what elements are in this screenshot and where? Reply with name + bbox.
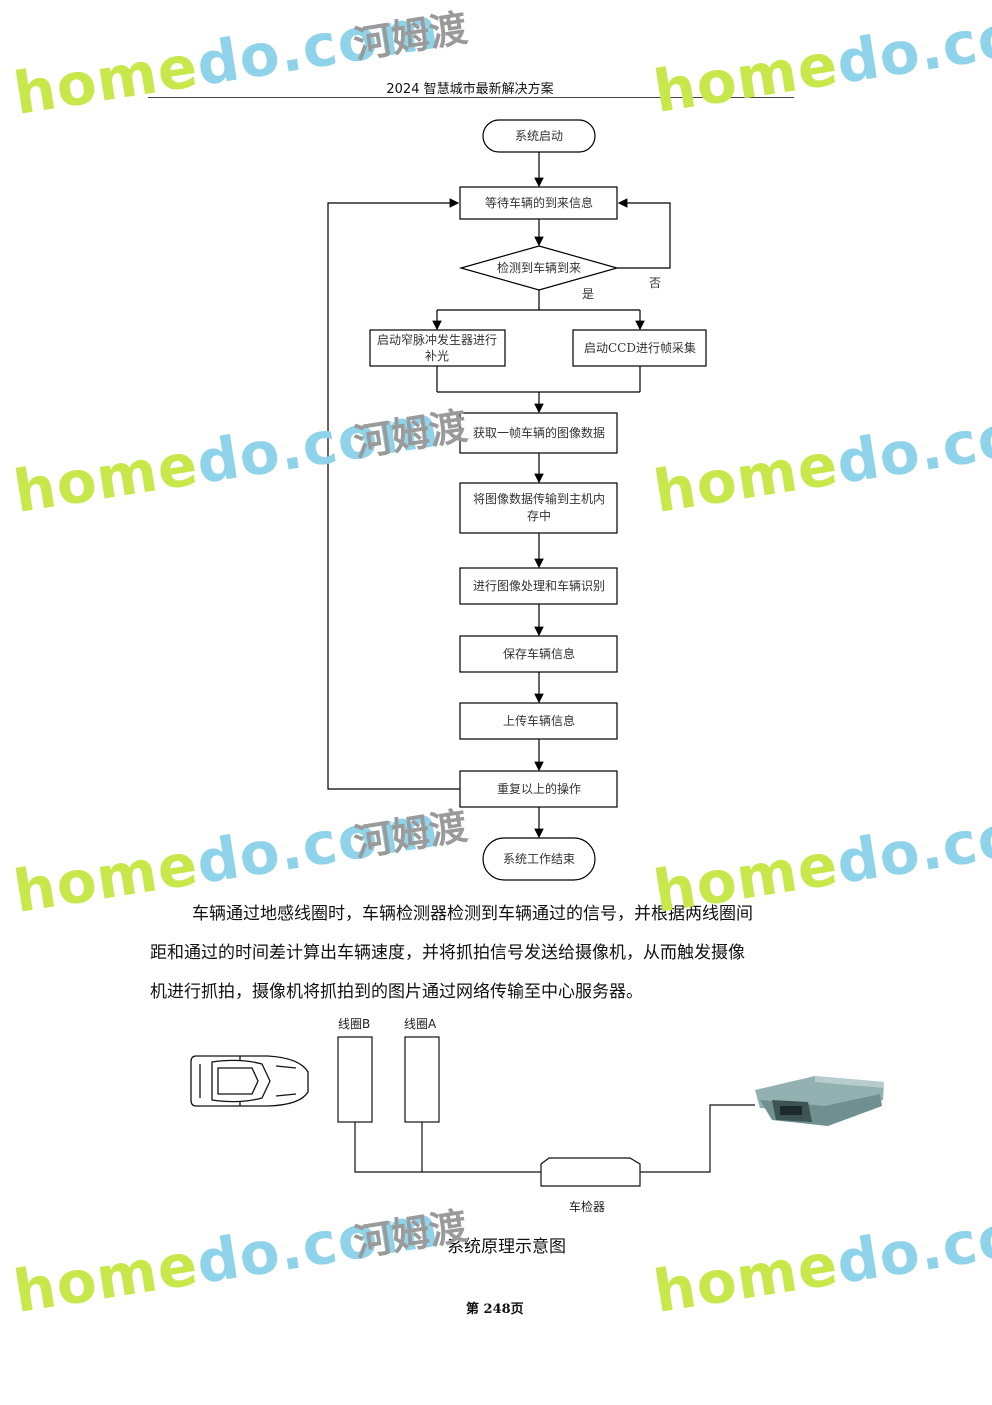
pulse-label-1: 启动窄脉冲发生器进行 <box>377 332 497 347</box>
coil-b-label: 线圈B <box>338 1017 370 1031</box>
save-label: 保存车辆信息 <box>503 646 575 661</box>
repeat-label: 重复以上的操作 <box>497 781 581 796</box>
wait-label: 等待车辆的到来信息 <box>485 195 593 210</box>
coil-a <box>404 1036 440 1123</box>
transfer-label-1: 将图像数据传输到主机内 <box>473 491 605 506</box>
header-divider <box>148 97 794 98</box>
detector-label: 车检器 <box>569 1199 605 1214</box>
upload-label: 上传车辆信息 <box>503 713 575 728</box>
paragraph-line-1: 车辆通过地感线圈时，车辆检测器检测到车辆通过的信号，并根据两线圈间 <box>192 904 753 924</box>
coil-b <box>337 1036 373 1123</box>
yes-label: 是 <box>582 287 594 301</box>
body-paragraph: 车辆通过地感线圈时，车辆检测器检测到车辆通过的信号，并根据两线圈间 距和通过的时… <box>150 895 850 1012</box>
pulse-label-2: 补光 <box>425 349 449 363</box>
paragraph-line-2: 距和通过的时间差计算出车辆速度，并将抓拍信号发送给摄像机，从而触发摄像 <box>150 943 745 963</box>
process-label: 进行图像处理和车辆识别 <box>473 578 605 593</box>
car-icon <box>190 1055 309 1107</box>
detector-box <box>540 1157 641 1187</box>
no-label: 否 <box>649 276 661 290</box>
page-header: 2024 智慧城市最新解决方案 <box>386 82 554 97</box>
paragraph-line-3: 机进行抓拍，摄像机将抓拍到的图片通过网络传输至中心服务器。 <box>150 982 643 1002</box>
page-number: 第 248页 <box>466 1302 524 1317</box>
transfer-label-2: 存中 <box>527 508 551 523</box>
diagram-caption: 系统原理示意图 <box>447 1237 566 1257</box>
start-label: 系统启动 <box>515 129 563 143</box>
transfer-box <box>459 482 618 534</box>
coil-a-label: 线圈A <box>404 1017 437 1031</box>
end-label: 系统工作结束 <box>503 852 575 866</box>
acquire-label: 获取一帧车辆的图像数据 <box>473 425 605 440</box>
ccd-label: 启动CCD进行帧采集 <box>584 340 696 355</box>
detect-label: 检测到车辆到来 <box>497 260 581 275</box>
camera-icon <box>755 1076 884 1126</box>
